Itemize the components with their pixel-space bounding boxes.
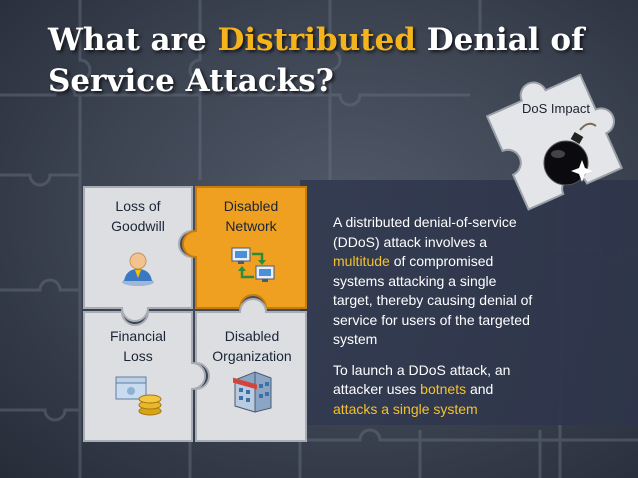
building-icon xyxy=(233,371,272,413)
highlight-multitude: multitude xyxy=(333,253,390,269)
description-paragraph-2: To launch a DDoS attack, an attacker use… xyxy=(333,361,511,417)
piece-label-loss-of-goodwill: Loss of Goodwill xyxy=(111,198,165,234)
piece-label-disabled-network: Disabled Network xyxy=(223,198,279,234)
piece-label-disabled-organization: Disabled Organization xyxy=(212,328,292,364)
dos-impact-piece xyxy=(486,73,624,211)
dos-impact-label: DoS Impact xyxy=(522,101,590,116)
highlight-attacks-single-system: attacks a single system xyxy=(333,400,478,417)
piece-label-financial-loss: Financial Loss xyxy=(109,328,167,364)
slide-title: What are Distributed Denial of Service A… xyxy=(48,22,585,99)
bomb-icon xyxy=(543,122,597,186)
user-icon xyxy=(122,252,154,286)
title-highlight: Distributed xyxy=(217,22,416,58)
highlight-botnets: botnets xyxy=(420,381,467,397)
description-paragraph-1: A distributed denial-of-service (DDoS) a… xyxy=(333,214,533,347)
piece-disabled-organization xyxy=(195,298,307,442)
money-icon xyxy=(115,376,162,416)
description-text: A distributed denial-of-service (DDoS) a… xyxy=(333,213,533,419)
description-panel xyxy=(300,180,638,425)
network-icon xyxy=(231,247,275,282)
